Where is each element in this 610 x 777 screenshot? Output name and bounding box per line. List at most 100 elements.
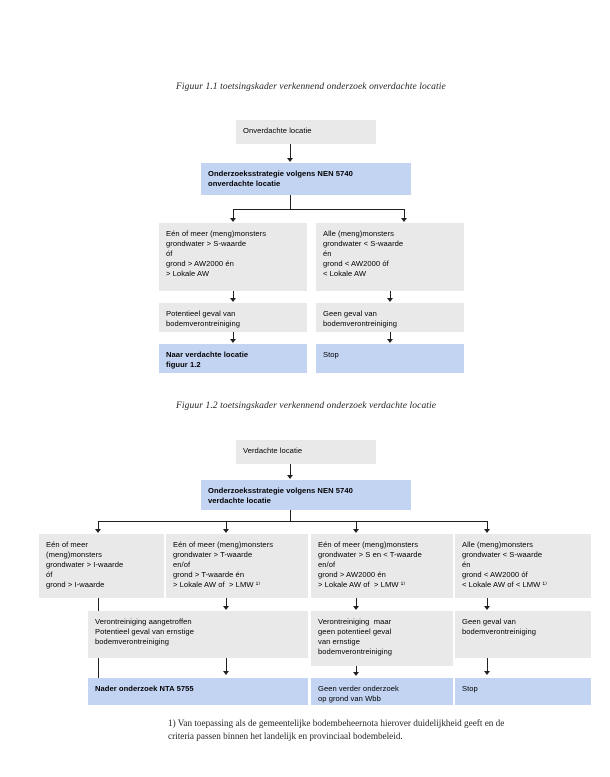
box-text-line: Geen geval van [323,309,377,318]
connector-line [356,666,357,673]
box-text-line: én [323,248,332,258]
connector-line [226,598,227,607]
connector-line [390,332,391,340]
box-text-line: bodemverontreiniging [166,318,241,328]
figure2-action-4-box: Stop [455,678,591,705]
connector-arrow [353,672,359,676]
box-text-line: én [462,559,471,569]
box-text-line: grond > T-waarde én [173,569,245,579]
box-text-line: Naar verdachte locatie [166,350,249,359]
box-text-line: verdachte locatie [208,495,271,505]
box-text-line: (meng)monsters [46,549,102,559]
connector-arrow [287,158,293,162]
connector-line [356,521,357,530]
connector-line [290,144,291,159]
box-text-line: en/of [173,559,191,569]
footnote-text: 1) Van toepassing als de gemeentelijke b… [168,718,505,741]
box-text-line: Verontreiniging aangetroffen [95,617,192,626]
connector-line [487,658,488,672]
box-text-line: Alle (meng)monsters [462,540,534,549]
box-text-line: grondwater < S-waarde [462,549,543,559]
box-text-line: bodemverontreiniging [95,636,170,646]
connector-line [356,598,357,607]
connector-line [487,521,488,530]
box-text-line: grondwater > I-waarde [46,559,124,569]
connector-line [290,195,291,209]
box-text-line: en/of [318,559,336,569]
box-text-line: geen potentieel geval [318,626,392,636]
box-text-line: Potentieel geval van [166,309,236,318]
box-text-line: grond > AW2000 én [166,258,234,268]
connector-line [404,209,405,219]
connector-split [233,209,405,210]
connector-line [290,464,291,476]
box-text-line: óf [166,248,173,258]
figure1-start-box: Onverdachte locatie [236,120,376,144]
box-text-line: Onderzoeksstrategie volgens NEN 5740 [208,169,353,178]
box-text-line: Geen geval van [462,617,516,626]
box-text-line: Eén of meer (meng)monsters [166,229,267,238]
box-text-line: grond < AW2000 óf [323,258,389,268]
box-text-line: van ernstige [318,636,360,646]
box-text-line: > Lokale AW of > LMW ¹⁾ [173,579,261,589]
box-text-line: bodemverontreiniging [462,626,537,636]
connector-arrow [401,218,407,222]
connector-arrow [353,529,359,533]
connector-line [233,209,234,219]
box-text-line: grond > I-waarde [46,579,105,589]
box-text-line: grond < AW2000 óf [462,569,528,579]
connector-arrow [484,671,490,675]
figure2-start-box: Verdachte locatie [236,440,376,464]
connector-arrow [223,529,229,533]
box-text-line: Potentieel geval van ernstige [95,626,194,636]
box-text-line: grondwater > S-waarde [166,238,247,248]
box-text-line: Eén of meer (meng)monsters [318,540,419,549]
box-text-line: Eén of meer (meng)monsters [173,540,274,549]
box-text-line: óf [46,569,53,579]
connector-arrow [230,218,236,222]
figure2-action-2-box: Nader onderzoek NTA 5755 [88,678,308,705]
connector-arrow [387,339,393,343]
connector-line [226,521,227,530]
box-text-line: Alle (meng)monsters [323,229,395,238]
connector-line [98,521,99,530]
connector-arrow [95,529,101,533]
connector-line [233,332,234,340]
figure1-action-right-box: Stop [316,344,464,373]
connector-arrow [387,298,393,302]
box-text-line: onverdachte locatie [208,178,281,188]
box-text-line: bodemverontreiniging [323,318,398,328]
box-text-line: Eén of meer [46,540,88,549]
box-text-line: Onderzoeksstrategie volgens NEN 5740 [208,486,353,495]
box-text-line: bodemverontreiniging [318,646,393,656]
connector-arrow [230,298,236,302]
connector-arrow [484,529,490,533]
box-text-line: op grond van Wbb [318,693,381,703]
box-text-line: Geen verder onderzoek [318,684,399,693]
connector-arrow [230,339,236,343]
box-text-line: grondwater > S en < T-waarde [318,549,422,559]
connector-split [98,521,487,522]
connector-arrow [353,606,359,610]
connector-line [233,291,234,299]
box-text-line: figuur 1.2 [166,359,201,369]
box-text-line: < Lokale AW of < LMW ¹⁾ [462,579,548,589]
connector-line [226,658,227,672]
connector-line [390,291,391,299]
connector-line [487,598,488,607]
box-text-line: grondwater > T-waarde [173,549,253,559]
